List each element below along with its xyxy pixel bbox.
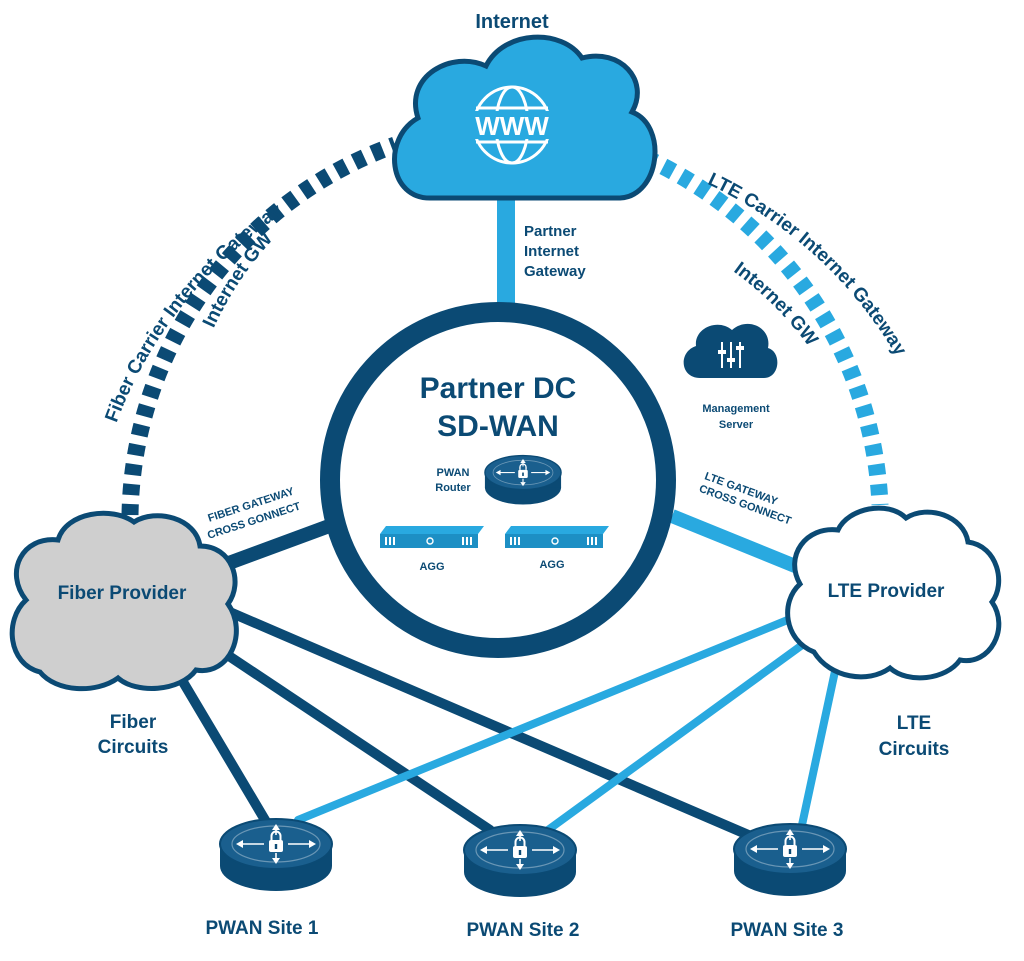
lte-carrier-gateway-link xyxy=(623,142,889,506)
fiber-carrier-gateway-link xyxy=(121,137,398,516)
lte-circuit-site1 xyxy=(294,606,816,824)
fiber-circuit-site1 xyxy=(165,655,273,830)
agg-right-label: AGG xyxy=(539,559,564,571)
fiber-provider-label: Fiber Provider xyxy=(58,583,187,604)
lte-circuits-line2: Circuits xyxy=(879,739,950,760)
dc-title-line1: Partner DC xyxy=(420,372,577,405)
management-server-line2: Server xyxy=(719,419,754,431)
fiber-circuits-line1: Fiber xyxy=(110,712,157,733)
pwan-site-3-router-icon xyxy=(733,823,847,897)
router-label-line1: PWAN xyxy=(437,467,470,479)
agg-right-icon xyxy=(504,525,610,549)
lte-provider-cloud xyxy=(785,505,1002,681)
fiber-circuits xyxy=(165,605,765,845)
fiber-provider-cloud xyxy=(9,510,239,692)
partner-gateway-line1: Partner xyxy=(524,223,577,240)
pwan-site-1-label: PWAN Site 1 xyxy=(206,918,319,939)
lte-circuit-site3 xyxy=(798,644,844,829)
partner-gateway-line2: Internet xyxy=(524,243,579,260)
lte-circuits xyxy=(294,606,844,834)
lte-cross-connect-link xyxy=(669,509,803,575)
partner-gateway-line3: Gateway xyxy=(524,263,586,280)
pwan-site-2-label: PWAN Site 2 xyxy=(467,920,580,941)
agg-left-label: AGG xyxy=(419,561,444,573)
pwan-site-3-label: PWAN Site 3 xyxy=(731,920,844,941)
lte-circuit-site2 xyxy=(544,628,824,834)
internet-www-label: WWW xyxy=(475,111,549,141)
fiber-circuit-site3 xyxy=(220,605,765,845)
dc-title-line2: SD-WAN xyxy=(437,410,559,443)
partner-internet-gateway-link xyxy=(497,195,515,310)
fiber-circuits-line2: Circuits xyxy=(98,737,169,758)
lte-circuits-line1: LTE xyxy=(897,713,931,734)
management-server-line1: Management xyxy=(702,403,770,415)
lte-provider-label: LTE Provider xyxy=(828,581,945,602)
management-server-icon xyxy=(683,323,778,378)
internet-label: Internet xyxy=(475,11,549,33)
fiber-circuit-site2 xyxy=(200,635,495,835)
pwan-router-icon xyxy=(484,454,562,506)
internet-cloud: WWW xyxy=(392,34,658,201)
router-label-line2: Router xyxy=(435,482,471,494)
agg-left-icon xyxy=(379,525,485,549)
pwan-site-2-router-icon xyxy=(463,824,577,898)
pwan-site-1-router-icon xyxy=(219,818,333,892)
